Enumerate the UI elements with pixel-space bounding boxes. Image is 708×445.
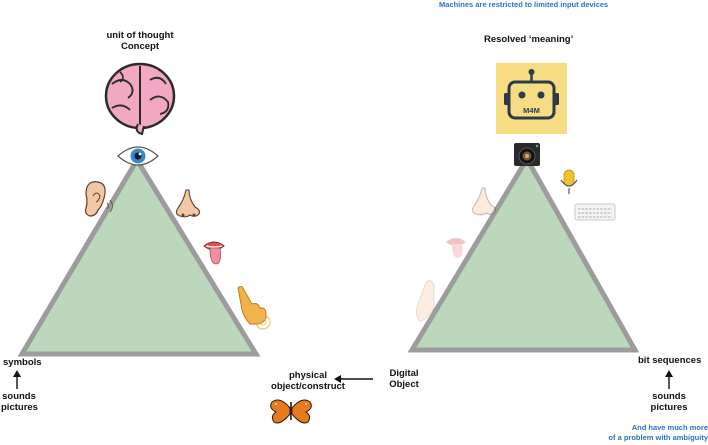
arrow-left-icon bbox=[334, 375, 373, 383]
unit-of-thought-label: unit of thought bbox=[106, 30, 174, 41]
mouth-icon bbox=[203, 241, 225, 265]
brain-icon bbox=[104, 62, 176, 136]
robot-text: M4M bbox=[523, 106, 540, 115]
microphone-icon bbox=[560, 169, 578, 194]
right-semiotic-triangle bbox=[407, 154, 640, 353]
butterfly-icon bbox=[270, 399, 312, 424]
digital-object-label: Digital Object bbox=[380, 368, 428, 390]
eye-icon bbox=[117, 146, 159, 166]
digital-line: Digital bbox=[389, 368, 419, 379]
right-sounds-label: sounds bbox=[652, 391, 686, 402]
faded-nose-icon bbox=[471, 187, 497, 216]
concept-label: Concept bbox=[121, 41, 159, 52]
faded-hand-icon bbox=[416, 280, 435, 323]
bit-sequences-label: bit sequences bbox=[638, 355, 702, 366]
object-construct-line: object/construct bbox=[271, 381, 345, 392]
ear-icon bbox=[84, 181, 113, 217]
arrow-up-icon-right bbox=[665, 370, 673, 389]
right-sounds-pictures: sounds pictures bbox=[650, 391, 688, 413]
symbols-label: symbols bbox=[3, 357, 42, 368]
arrow-up-icon-left bbox=[13, 370, 21, 389]
ambiguity-note: And have much more of a problem with amb… bbox=[600, 423, 708, 443]
faded-mouth-icon bbox=[446, 238, 466, 258]
left-sounds-pictures: sounds pictures bbox=[1, 391, 38, 413]
pictures-label: pictures bbox=[1, 402, 38, 413]
physical-object-label: physical object/construct bbox=[260, 370, 356, 392]
left-semiotic-triangle bbox=[17, 155, 261, 357]
nose-icon bbox=[175, 189, 201, 218]
left-title: unit of thought Concept bbox=[100, 30, 180, 52]
camera-icon bbox=[514, 143, 540, 166]
ambiguity-note-line2: of a problem with ambiguity bbox=[608, 433, 708, 442]
keyboard-icon bbox=[574, 203, 616, 221]
resolved-meaning-label: Resolved ‘meaning’ bbox=[484, 34, 574, 45]
sounds-label: sounds bbox=[2, 391, 36, 402]
robot-icon: M4M bbox=[496, 63, 567, 134]
physical-line: physical bbox=[288, 370, 328, 381]
machines-note: Machines are restricted to limited input… bbox=[439, 0, 609, 9]
ambiguity-note-line1: And have much more bbox=[631, 423, 708, 432]
right-pictures-label: pictures bbox=[650, 402, 688, 413]
robot-graphic: M4M bbox=[504, 69, 559, 120]
pointing-hand-icon bbox=[237, 285, 271, 330]
object-line: Object bbox=[389, 379, 419, 390]
